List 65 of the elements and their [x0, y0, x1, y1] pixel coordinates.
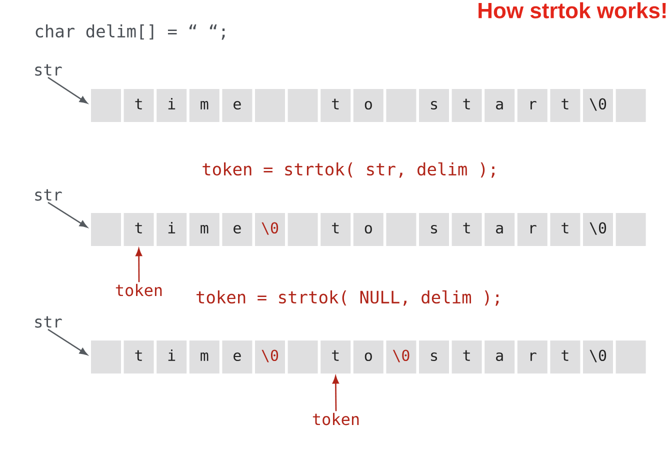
array-cell: r: [517, 213, 548, 246]
array-cell: t: [452, 89, 482, 122]
array-cell: \0: [386, 340, 416, 374]
array-cell: t: [124, 89, 154, 122]
slide-title: How strtok works!: [478, 2, 666, 18]
pointer-arrow: [136, 248, 142, 282]
array-cell: i: [156, 89, 187, 122]
array-cell: r: [517, 89, 548, 122]
array-cell: e: [222, 213, 252, 246]
array-cell: i: [156, 213, 187, 246]
array-cell: s: [419, 89, 449, 122]
array-cell: [288, 340, 318, 374]
pointer-arrow: [48, 328, 88, 356]
array-cell: s: [419, 213, 449, 246]
array-cell: t: [550, 213, 580, 246]
array-cell: t: [320, 213, 351, 246]
array-cell: t: [452, 213, 482, 246]
array-cell: s: [419, 340, 449, 374]
array-cell: [91, 213, 121, 246]
variable-label: str: [35, 316, 62, 328]
array-cell: [288, 213, 318, 246]
array-cell: t: [124, 340, 154, 374]
code-line: token = strtok( NULL, delim );: [196, 290, 499, 306]
array-cell: \0: [583, 340, 613, 374]
array-cell: e: [222, 340, 252, 374]
array-cell: t: [320, 340, 351, 374]
array-cell: o: [353, 340, 384, 374]
pointer-arrow: [332, 376, 339, 412]
array-cell: m: [189, 213, 220, 246]
array-cell: t: [452, 340, 482, 374]
array-cell: r: [517, 340, 548, 374]
code-line: token = strtok( str, delim );: [202, 162, 494, 178]
array-cell: a: [484, 89, 515, 122]
array-cell: [616, 340, 646, 374]
pointer-arrow: [48, 76, 88, 104]
variable-label: token: [116, 284, 162, 296]
array-cell: [386, 89, 416, 122]
variable-label: str: [35, 189, 62, 201]
variable-label: str: [35, 64, 62, 76]
array-cell: i: [156, 340, 187, 374]
array-cell: [91, 340, 121, 374]
array-cell: m: [189, 340, 220, 374]
array-cell: t: [320, 89, 351, 122]
array-cell: t: [124, 213, 154, 246]
array-cell: m: [189, 89, 220, 122]
array-cell: a: [484, 340, 515, 374]
array-cell: o: [353, 89, 384, 122]
array-cell: [255, 89, 285, 122]
array-cell: e: [222, 89, 252, 122]
variable-label: token: [312, 412, 359, 426]
array-cell: \0: [255, 213, 285, 246]
array-cell: [616, 213, 646, 246]
array-cell: [386, 213, 416, 246]
array-cell: \0: [583, 213, 613, 246]
array-cell: \0: [255, 340, 285, 374]
array-cell: t: [550, 340, 580, 374]
pointer-arrow: [48, 202, 88, 228]
array-cell: \0: [583, 89, 613, 122]
array-cell: t: [550, 89, 580, 122]
array-cell: a: [484, 213, 515, 246]
array-cell: o: [353, 213, 384, 246]
code-line: char delim[] = “ “;: [36, 24, 225, 40]
array-cell: [288, 89, 318, 122]
array-cell: [91, 89, 121, 122]
array-cell: [616, 89, 646, 122]
